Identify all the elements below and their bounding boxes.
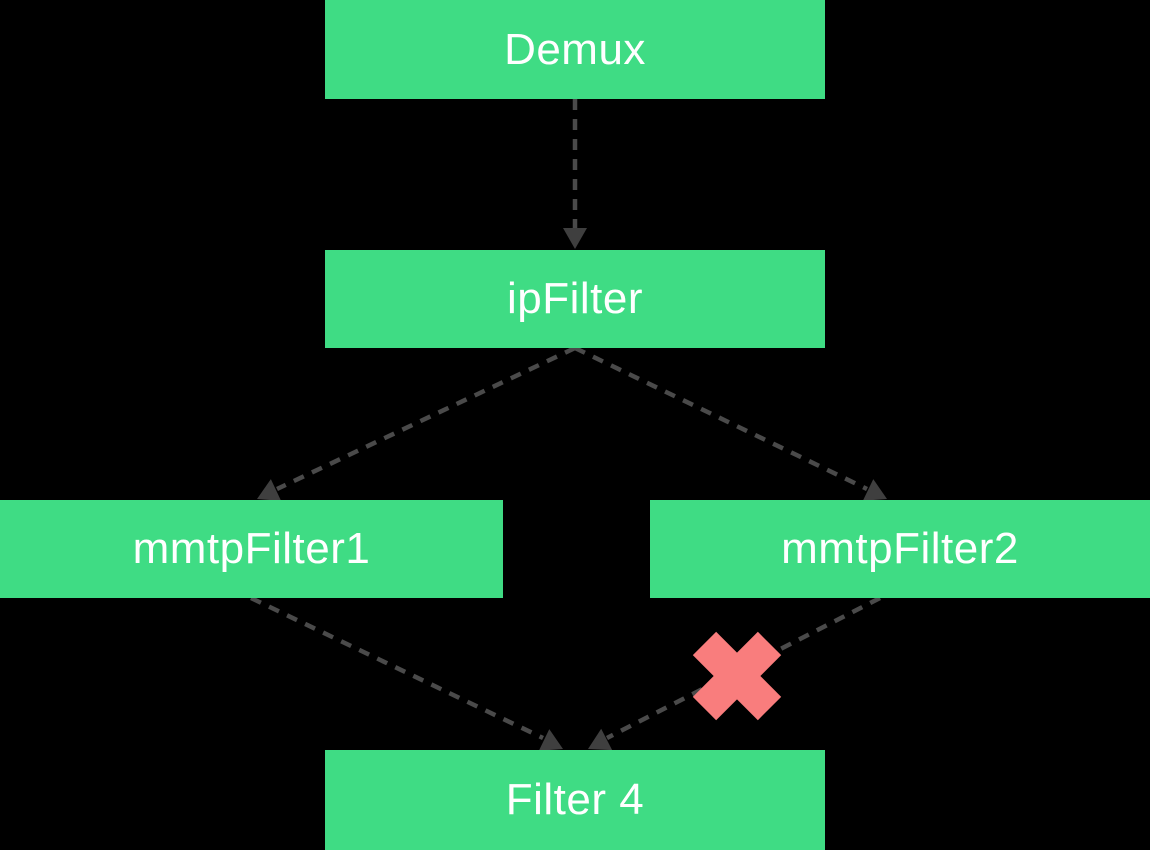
arrowhead-icon (257, 479, 282, 501)
node-ipfilter-label: ipFilter (506, 274, 644, 323)
arrowhead-icon (588, 728, 613, 751)
blocked-cross-icon (692, 631, 782, 721)
node-demux: Demux (325, 0, 825, 99)
arrowhead-icon (563, 228, 587, 249)
node-mmtpfilter1-label: mmtpFilter1 (132, 524, 371, 573)
node-ipfilter: ipFilter (325, 250, 825, 348)
arrowhead-icon (862, 479, 887, 501)
node-mmtpfilter2-label: mmtpFilter2 (781, 524, 1019, 573)
edge-ipfilter-mmtpfilter2 (574, 345, 868, 492)
edge-ipfilter-mmtpfilter1 (276, 345, 576, 492)
arrowhead-icon (538, 729, 563, 751)
node-filter4-label: Filter 4 (505, 775, 645, 824)
node-mmtpfilter1: mmtpFilter1 (0, 500, 503, 598)
node-filter4: Filter 4 (325, 750, 825, 850)
edge-mmtpfilter1-filter4 (250, 595, 544, 741)
node-mmtpfilter2: mmtpFilter2 (650, 500, 1150, 598)
node-demux-label: Demux (504, 24, 646, 74)
